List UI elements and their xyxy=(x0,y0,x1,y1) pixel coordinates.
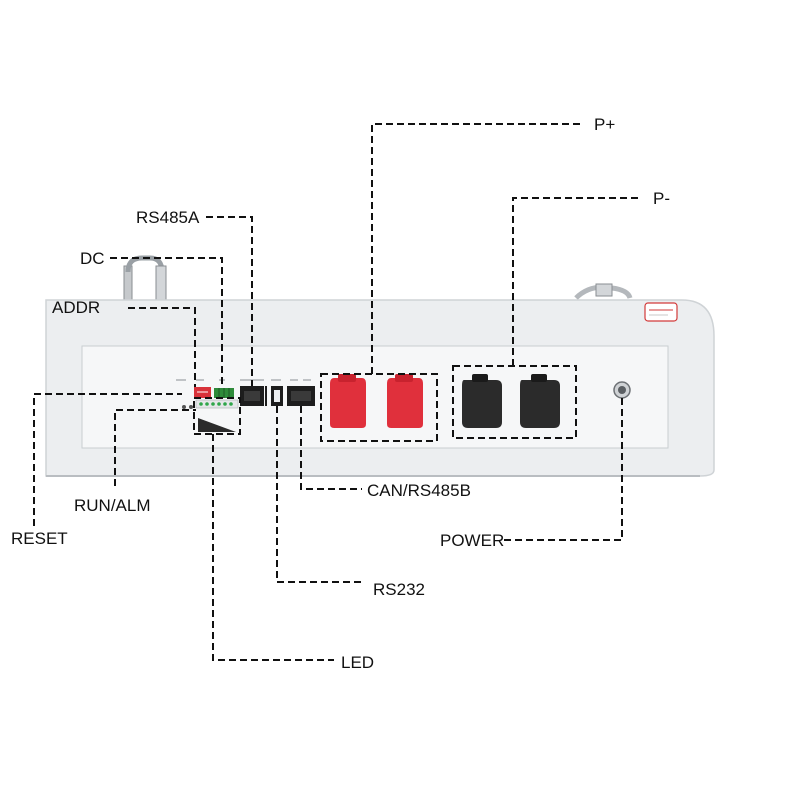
label-p-plus: P+ xyxy=(594,115,616,134)
run-alm-leader xyxy=(114,409,196,486)
label-rs232: RS232 xyxy=(373,580,425,599)
p-plus-group-box xyxy=(320,373,438,442)
p-minus-leader xyxy=(512,197,642,366)
reset-leader xyxy=(33,393,182,526)
label-can-rs485b: CAN/RS485B xyxy=(367,481,471,500)
p-minus-terminal-1[interactable] xyxy=(462,374,502,428)
left-handle xyxy=(123,255,167,305)
can-rs485b-port[interactable] xyxy=(287,386,315,406)
label-led: LED xyxy=(341,653,375,672)
dc-leader xyxy=(110,257,223,388)
label-dc: DC xyxy=(80,249,105,268)
led-leader xyxy=(212,434,334,661)
spec-sticker xyxy=(644,302,678,322)
p-plus-leader xyxy=(371,123,582,374)
led-bar-graph xyxy=(198,418,236,432)
label-p-minus: P- xyxy=(653,189,670,208)
panel-recess xyxy=(81,345,669,449)
rs485a-port-2[interactable] xyxy=(265,386,267,406)
reset-button[interactable] xyxy=(182,405,186,409)
dc-connector[interactable] xyxy=(214,388,234,398)
label-reset: RESET xyxy=(11,529,68,548)
led-indicator-strip xyxy=(195,399,239,409)
label-addr: ADDR xyxy=(52,298,101,317)
p-minus-group-box xyxy=(452,365,577,439)
p-plus-terminal-2[interactable] xyxy=(387,374,423,428)
power-leader xyxy=(504,398,623,541)
addr-dip-switch[interactable] xyxy=(194,387,211,398)
label-rs485a: RS485A xyxy=(136,208,200,227)
rs232-port[interactable] xyxy=(271,386,283,406)
rs485a-leader xyxy=(206,216,253,386)
led-group-box xyxy=(193,397,241,435)
p-plus-terminal-1[interactable] xyxy=(330,374,366,428)
label-power: POWER xyxy=(440,531,505,550)
rs485a-port[interactable] xyxy=(240,386,264,406)
p-minus-terminal-2[interactable] xyxy=(520,374,560,428)
right-handle xyxy=(574,283,633,300)
rs232-leader xyxy=(276,406,362,583)
power-button[interactable] xyxy=(613,381,631,399)
addr-leader xyxy=(128,307,196,387)
can-rs485b-leader xyxy=(300,406,362,490)
label-run-alm: RUN/ALM xyxy=(74,496,151,515)
